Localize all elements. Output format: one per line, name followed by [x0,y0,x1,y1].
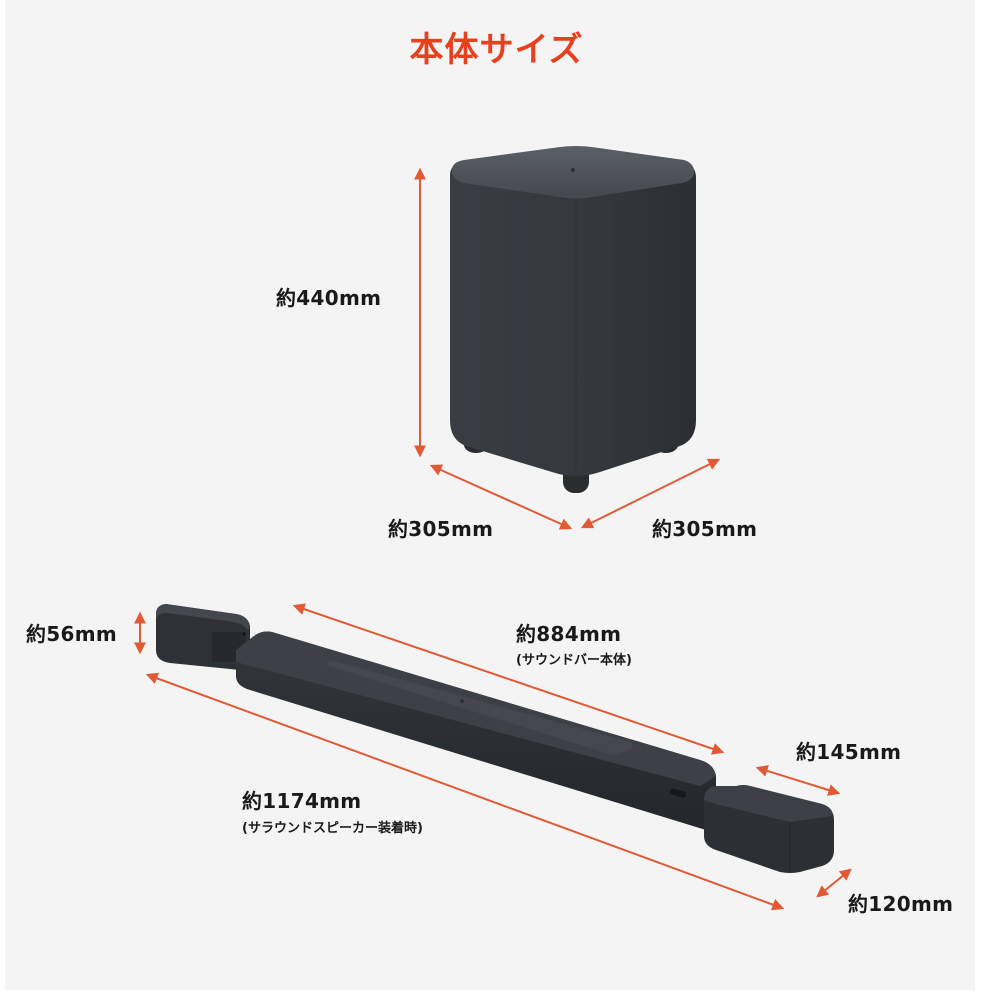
subwoofer-height-label: 約440mm [276,286,382,310]
depth-arrow-icon [429,464,573,530]
total-length-label: 約1174mm [242,789,362,813]
total-length-note: (サラウンドスピーカー装着時) [242,821,423,836]
width-arrow-icon [580,458,721,529]
subwoofer-width-label: 約305mm [652,517,758,541]
subwoofer-image [450,146,696,493]
soundbar-height-label: 約56mm [26,622,118,646]
left-surround-speaker-image [156,604,250,670]
surround-length-label: 約145mm [796,740,902,764]
surround-depth-label: 約120mm [848,892,954,916]
subwoofer-depth-label: 約305mm [388,517,494,541]
surround-depth-arrow-icon [816,868,852,898]
body-length-note: (サウンドバー本体) [516,653,632,668]
surround-length-arrow-icon [755,765,841,796]
right-surround-speaker-image [704,785,834,873]
body-length-label: 約884mm [516,622,622,646]
total-length-arrow-icon [145,672,785,911]
page-title: 本体サイズ [409,30,584,70]
